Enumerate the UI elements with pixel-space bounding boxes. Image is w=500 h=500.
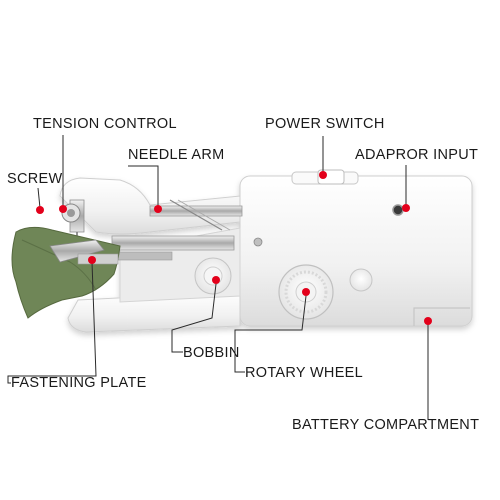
marker-screw [36, 206, 44, 214]
label-tension-control: TENSION CONTROL [33, 116, 177, 132]
fastening-plate [49, 239, 119, 265]
leader-lines [7, 135, 429, 420]
marker-adaptor [402, 204, 410, 212]
label-power-switch: POWER SWITCH [265, 116, 385, 132]
marker-fastening [88, 256, 96, 264]
leader-rotary [234, 295, 307, 373]
marker-power [319, 171, 327, 179]
adaptor-input-jack [392, 204, 404, 216]
leader-screw [37, 187, 41, 209]
power-switch [291, 169, 359, 185]
callout-markers [36, 171, 432, 325]
label-battery-compartment: BATTERY COMPARTMENT [292, 417, 480, 433]
leader-bobbin [171, 283, 217, 353]
label-needle-arm: NEEDLE ARM [128, 147, 225, 163]
marker-battery [424, 317, 432, 325]
marker-tension [59, 205, 67, 213]
label-bobbin: BOBBIN [183, 345, 240, 361]
battery-compartment [413, 307, 470, 326]
needle-mechanism [111, 199, 243, 261]
body-screw [253, 237, 263, 247]
marker-bobbin [212, 276, 220, 284]
marker-rotary [302, 288, 310, 296]
bobbin-cover [194, 257, 232, 295]
label-rotary-wheel: ROTARY WHEEL [245, 365, 364, 381]
round-button [349, 268, 373, 292]
leader-needle [128, 165, 159, 207]
leader-fastening [7, 261, 97, 384]
label-adaptor-input: ADAPROR INPUT [355, 147, 479, 163]
label-fastening-plate: FASTENING PLATE [11, 375, 147, 391]
marker-needle [154, 205, 162, 213]
label-screw: SCREW [7, 171, 63, 187]
